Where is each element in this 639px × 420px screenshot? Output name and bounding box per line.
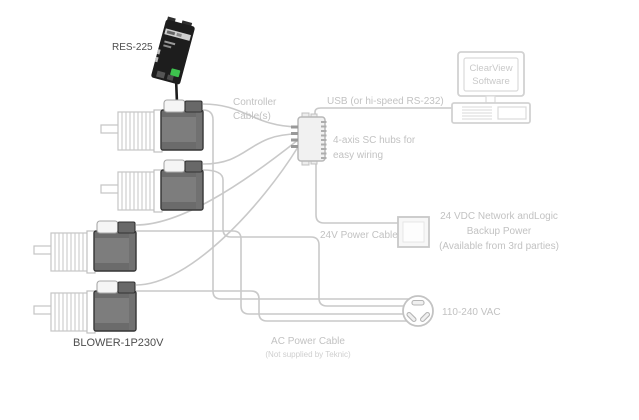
24v-power-cable	[315, 161, 398, 224]
screen-label-line2: Software	[472, 76, 510, 87]
motor-1	[100, 99, 204, 153]
plug-slot-right	[419, 311, 431, 323]
24v-cable-label: 24V Power Cable	[320, 230, 398, 241]
controller-cable-4	[135, 146, 299, 286]
blower-label: BLOWER-1P230V	[73, 337, 164, 349]
plug-slot-top	[411, 299, 425, 306]
controller-cable-label-line2: Cable(s)	[233, 111, 271, 122]
vdc-label-line1: 24 VDC Network andLogic	[440, 211, 558, 222]
sc-hub	[291, 112, 327, 166]
ac-power-cable-4	[136, 290, 418, 322]
vac-label: 110-240 VAC	[442, 307, 501, 318]
cable-bundle	[135, 103, 452, 322]
hub-caption-line2: easy wiring	[333, 150, 383, 161]
ac-plug	[402, 295, 434, 327]
hub-caption-line1: 4-axis SC hubs for	[333, 135, 416, 146]
res225-device	[151, 16, 195, 85]
monitor-screen	[463, 57, 519, 92]
controller-cable-2	[202, 133, 299, 165]
plug-slot-left	[406, 311, 417, 323]
controller-cable-1	[202, 103, 299, 128]
motor-3	[33, 220, 137, 274]
usb-cable	[314, 107, 452, 117]
res225-label: RES-225	[112, 42, 153, 53]
tower-vents	[462, 106, 492, 120]
motor-2	[100, 159, 204, 213]
motor-4	[33, 280, 137, 334]
ac-cable-label-line2: (Not supplied by Teknic)	[265, 350, 351, 359]
controller-cable-label-line1: Controller	[233, 97, 277, 108]
usb-label: USB (or hi-speed RS-232)	[327, 96, 444, 107]
res225-led	[170, 68, 181, 78]
hub-left-ports	[291, 125, 298, 148]
ac-power-cable-2	[202, 169, 418, 307]
computer: ClearView Software	[451, 51, 531, 124]
vdc-label-line2: Backup Power	[467, 226, 532, 237]
ac-power-cable-3	[136, 230, 418, 315]
screen-label-line1: ClearView	[469, 63, 512, 74]
vdc-label-line3: (Available from 3rd parties)	[439, 241, 559, 252]
tower-drive-bay	[497, 106, 527, 120]
controller-cable-3	[135, 139, 299, 226]
vdc-supply-box	[397, 216, 430, 248]
ac-cable-label-line1: AC Power Cable	[271, 336, 345, 347]
hub-pin-column	[321, 121, 327, 159]
monitor-stand	[485, 95, 496, 104]
